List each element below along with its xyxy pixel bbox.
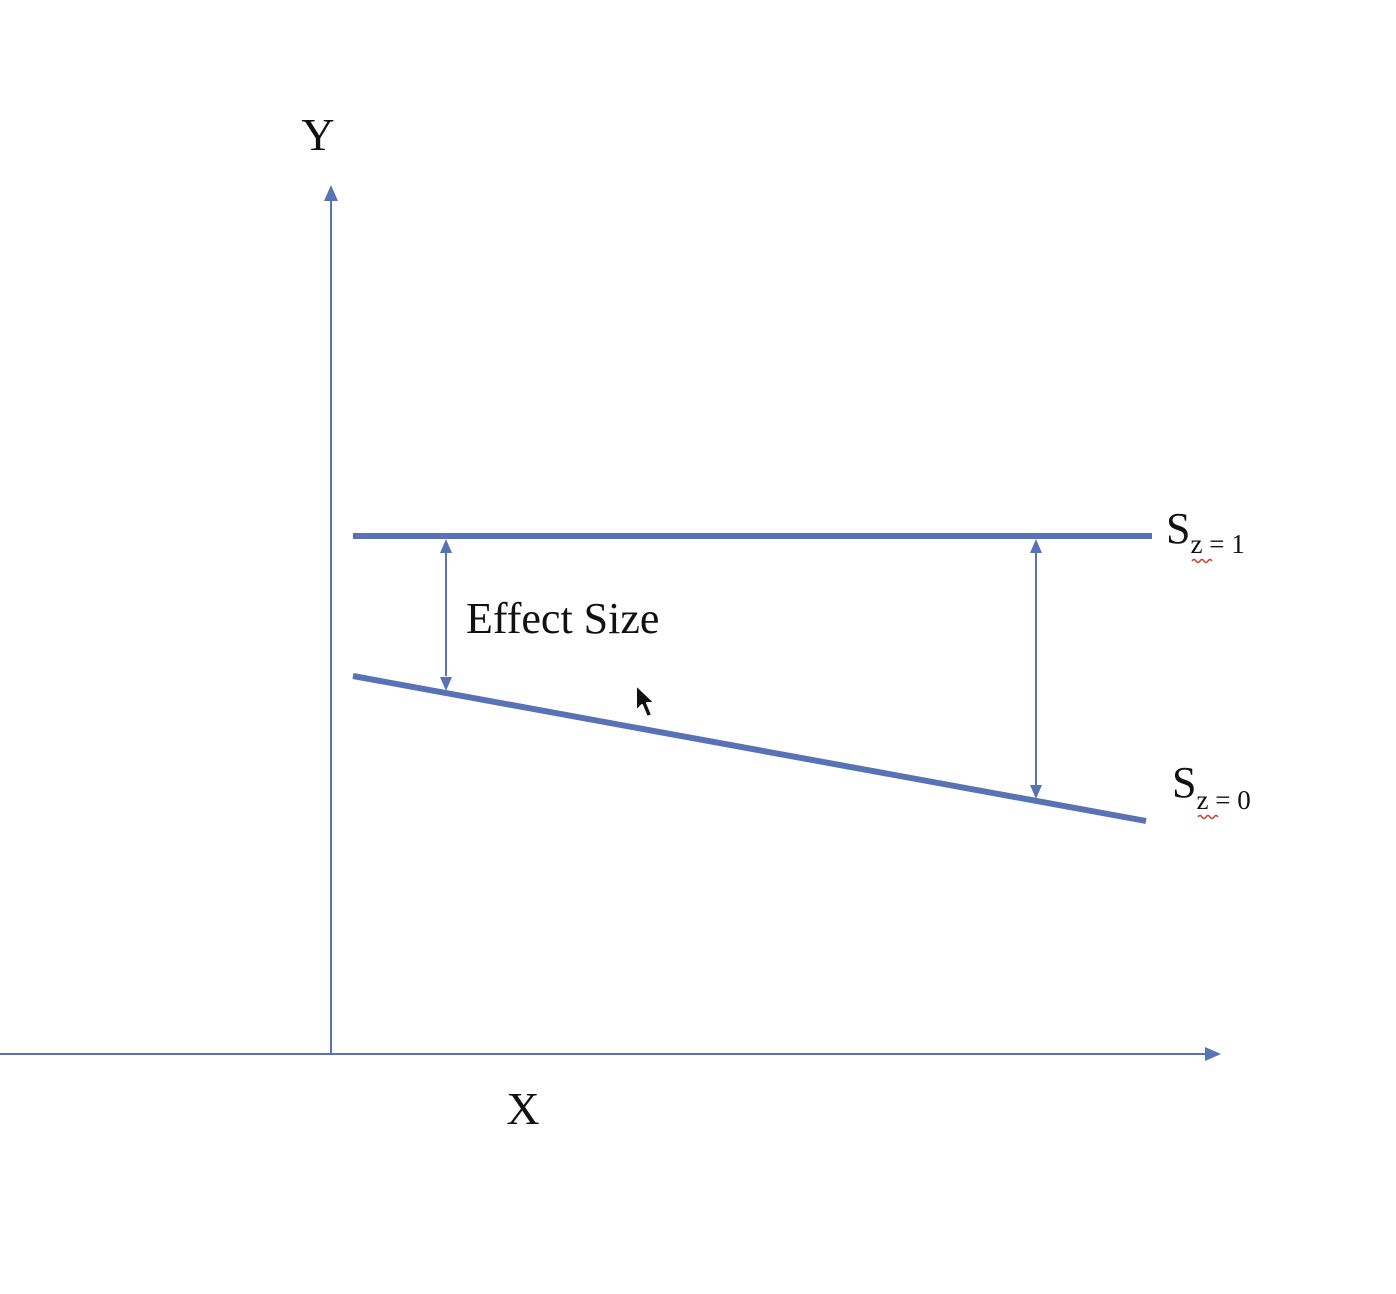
y-axis-arrowhead — [324, 185, 338, 201]
x-axis-arrowhead — [1205, 1047, 1221, 1061]
label-s-z1-subscript: z = 1 — [1190, 529, 1244, 559]
effect-size-arrow-left — [440, 539, 452, 691]
effect-size-label: Effect Size — [466, 594, 659, 643]
svg-text:Sz = 0: Sz = 0 — [1172, 758, 1251, 815]
line-s-z0 — [352, 673, 1147, 824]
y-axis — [324, 185, 338, 1054]
spellcheck-underline-z0 — [1197, 814, 1219, 820]
x-axis-label: X — [506, 1083, 539, 1134]
label-s-z0: Sz = 0 — [1172, 758, 1251, 820]
label-s-z0-name: S — [1172, 758, 1196, 807]
cursor-icon — [635, 684, 656, 718]
spellcheck-underline-z1 — [1191, 558, 1213, 564]
x-axis — [0, 1047, 1221, 1061]
svg-text:Sz = 1: Sz = 1 — [1166, 504, 1245, 559]
label-s-z1-name: S — [1166, 504, 1190, 553]
label-s-z0-subscript: z = 0 — [1196, 785, 1250, 815]
y-axis-label: Y — [301, 109, 334, 160]
label-s-z1: Sz = 1 — [1166, 504, 1245, 564]
effect-size-arrow-right — [1030, 539, 1042, 799]
